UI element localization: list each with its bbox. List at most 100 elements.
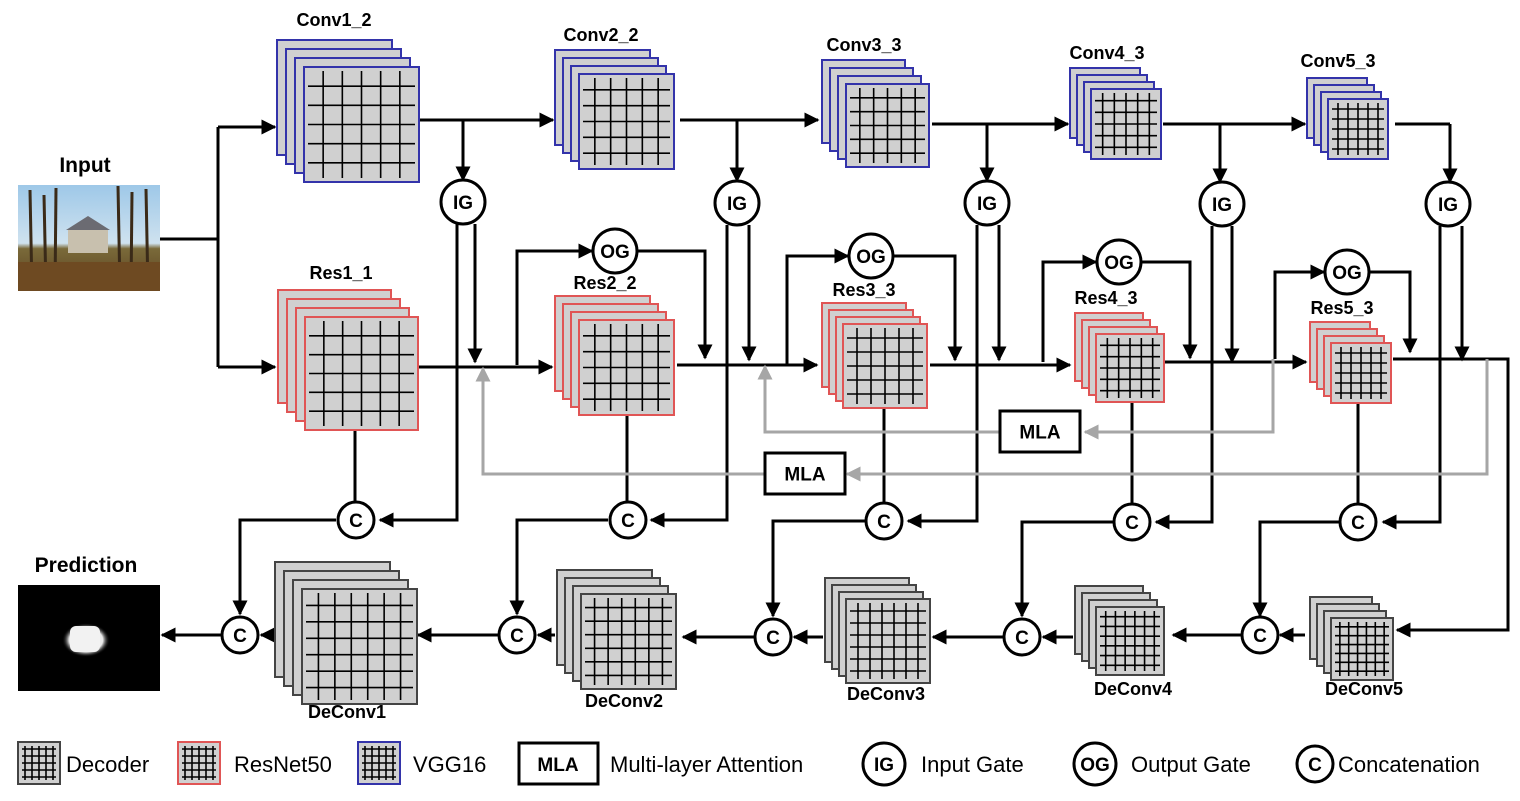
legend-ig-icon	[861, 741, 907, 787]
legend-vgg-text: VGG16	[413, 752, 486, 777]
mla-bottom-to-res	[475, 366, 765, 476]
arrow-to-og3	[785, 248, 850, 365]
deconv4-block	[1074, 585, 1165, 676]
og-node-4-text: OG	[1104, 253, 1134, 274]
legend-ig-text: Input Gate	[921, 752, 1024, 777]
conv5-label: Conv5_3	[1300, 51, 1375, 71]
input-image	[18, 185, 160, 292]
c-node-dec-5: C	[1240, 615, 1280, 655]
res2-label: Res2_2	[573, 273, 636, 293]
c-node-1: C	[336, 500, 376, 540]
conv4-label: Conv4_3	[1069, 43, 1144, 63]
c-node-4-text: C	[1125, 513, 1139, 534]
c-node-5-text: C	[1351, 513, 1365, 534]
c-node-dec-3-text: C	[766, 628, 780, 649]
deconv2-label: DeConv2	[585, 691, 663, 711]
res3-label: Res3_3	[832, 280, 895, 300]
c-node-dec-2-text: C	[510, 626, 524, 647]
legend-decoder-swatch	[17, 741, 61, 785]
c1-to-dc1	[232, 518, 336, 616]
mla-box-bottom: MLA	[763, 451, 847, 496]
ig2-to-c2	[649, 225, 729, 528]
c4-to-dc4	[1014, 520, 1113, 618]
c3-to-dc3	[765, 519, 865, 618]
og5-out	[1370, 270, 1418, 354]
input-label: Input	[59, 154, 110, 177]
ig-node-4: IG	[1198, 180, 1246, 228]
legend-resnet-swatch	[177, 741, 221, 785]
mla-box-top-text: MLA	[1019, 423, 1060, 444]
c-node-1-text: C	[349, 511, 363, 532]
og-node-2: OG	[591, 227, 639, 275]
res1-block	[277, 289, 419, 431]
ig5-to-c5	[1381, 226, 1442, 530]
res3-block	[821, 302, 928, 409]
conv3-block	[821, 59, 930, 168]
legend-c-icon	[1295, 744, 1335, 784]
mla-connections	[475, 359, 1489, 482]
legend-mla-box-text: MLA	[537, 755, 578, 776]
legend-c-text: Concatenation	[1338, 752, 1480, 777]
res5-to-mla-top	[1083, 359, 1275, 440]
ig-node-1-text: IG	[453, 193, 473, 214]
deconv2-block	[556, 569, 677, 690]
legend-og-icon-text: OG	[1080, 755, 1110, 776]
res2-block	[554, 295, 675, 416]
og-node-2-text: OG	[600, 242, 630, 263]
ig1-to-c1	[378, 224, 459, 528]
connections	[160, 112, 1510, 645]
deconv3-block	[824, 577, 931, 684]
feature-blocks	[274, 39, 1394, 705]
deconv4-label: DeConv4	[1094, 679, 1172, 699]
c-node-dec-5-text: C	[1253, 626, 1267, 647]
c-node-3-text: C	[877, 512, 891, 533]
legend-resnet-text: ResNet50	[234, 752, 332, 777]
c-node-2: C	[608, 500, 648, 540]
og2-out	[638, 249, 713, 360]
ig-node-4-text: IG	[1212, 195, 1232, 216]
legend-vgg-swatch	[357, 741, 401, 785]
mla-top-to-res	[757, 364, 1000, 434]
legend: Decoder ResNet50 VGG16 MLA Multi-layer A…	[17, 741, 1480, 787]
c-node-dec-1: C	[220, 615, 260, 655]
deconv5-block	[1309, 596, 1394, 681]
deconv1-block	[274, 561, 418, 705]
legend-mla-box	[517, 741, 600, 786]
og-node-4: OG	[1095, 238, 1143, 286]
og-node-3: OG	[847, 232, 895, 280]
og-node-5: OG	[1323, 248, 1371, 296]
legend-decoder-text: Decoder	[66, 752, 149, 777]
c-node-2-text: C	[621, 511, 635, 532]
mla-box-bottom-text: MLA	[784, 465, 825, 486]
prediction-label: Prediction	[35, 554, 138, 577]
deconv3-label: DeConv3	[847, 684, 925, 704]
legend-og-icon	[1072, 741, 1118, 787]
res5-to-mla-bottom	[845, 359, 1489, 482]
c5-to-dc5	[1252, 520, 1339, 618]
arrow-to-og4	[1041, 254, 1098, 362]
og4-out	[1142, 260, 1198, 360]
c-node-dec-3: C	[753, 617, 793, 657]
res5-label: Res5_3	[1310, 298, 1373, 318]
legend-ig-icon-text: IG	[874, 755, 894, 776]
conv2-label: Conv2_2	[563, 25, 638, 45]
ig4-to-c4	[1154, 226, 1214, 530]
arrow-to-og2	[515, 243, 594, 365]
legend-og-text: Output Gate	[1131, 752, 1251, 777]
og3-out	[894, 254, 963, 362]
ig-node-5: IG	[1424, 180, 1472, 228]
conv1-label: Conv1_2	[296, 10, 371, 30]
ig-node-5-text: IG	[1438, 195, 1458, 216]
ig-node-2-text: IG	[727, 194, 747, 215]
conv5-block	[1306, 77, 1389, 160]
block-labels: Conv1_2 Conv2_2 Conv3_3 Conv4_3 Conv5_3 …	[35, 10, 1403, 722]
ig-node-3: IG	[963, 179, 1011, 227]
ig-node-3-text: IG	[977, 194, 997, 215]
c-node-dec-4: C	[1002, 617, 1042, 657]
ig3-to-c3	[906, 225, 979, 529]
legend-mla-text: Multi-layer Attention	[610, 752, 803, 777]
deconv5-label: DeConv5	[1325, 679, 1403, 699]
c2-to-dc2	[509, 518, 608, 616]
ig-node-1: IG	[439, 178, 487, 226]
